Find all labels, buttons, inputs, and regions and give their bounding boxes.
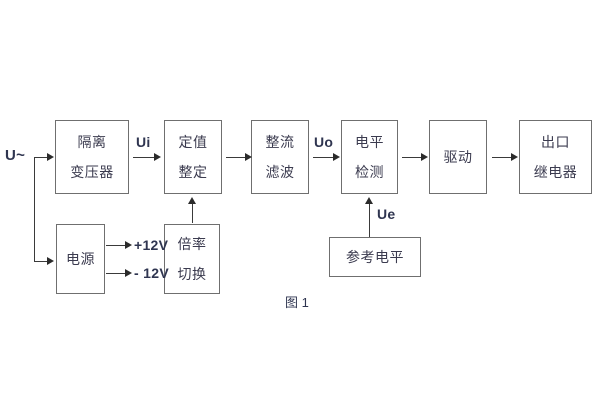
connector-reference-to-level-arrow: [364, 197, 373, 204]
block-rectify-filter-line-2: 滤波: [265, 164, 295, 180]
signal-label-ue: Ue: [377, 206, 396, 222]
input-bus-vertical-line: [34, 157, 35, 261]
connector-drive-to-relay-line: [492, 157, 513, 158]
block-level-detect[interactable]: 电平 检测: [341, 120, 398, 194]
block-rectify-filter-line-1: 整流: [265, 134, 295, 150]
block-multiplier-switch-line-2: 切换: [177, 266, 207, 282]
block-output-relay[interactable]: 出口 继电器: [519, 120, 592, 194]
signal-label-ui: Ui: [136, 134, 151, 150]
connector-drive-to-relay-arrow: [511, 152, 518, 161]
connector-transformer-to-setting-line: [133, 157, 155, 158]
block-isolation-transformer-line-1: 隔离: [77, 134, 107, 150]
rail-negative-line: [106, 273, 127, 274]
block-setting-value-line-1: 定值: [178, 134, 208, 150]
block-level-detect-line-2: 检测: [355, 164, 384, 180]
rail-negative-arrow: [125, 268, 132, 277]
block-reference-level-line-1: 参考电平: [346, 249, 404, 265]
rail-positive-arrow: [125, 240, 132, 249]
block-output-relay-line-1: 出口: [541, 134, 570, 150]
connector-level-to-drive-arrow: [421, 152, 428, 161]
block-output-relay-line-2: 继电器: [533, 164, 578, 180]
connector-setting-to-rectify-line: [226, 157, 247, 158]
block-setting-value[interactable]: 定值 整定: [164, 120, 222, 194]
input-branch-bottom-line: [34, 261, 48, 262]
connector-multiplier-to-setting-arrow: [187, 197, 196, 204]
connector-rectify-to-level-arrow: [333, 152, 340, 161]
connector-transformer-to-setting-arrow: [154, 152, 161, 161]
block-setting-value-line-2: 整定: [178, 164, 208, 180]
connector-multiplier-to-setting-line: [192, 204, 193, 223]
block-rectify-filter[interactable]: 整流 滤波: [251, 120, 309, 194]
connector-reference-to-level-line: [369, 204, 370, 237]
rail-positive-label: +12V: [134, 237, 169, 253]
block-power-supply-line-1: 电源: [66, 251, 95, 267]
block-drive-line-1: 驱动: [443, 149, 473, 165]
block-multiplier-switch-line-1: 倍率: [177, 236, 207, 252]
block-power-supply[interactable]: 电源: [56, 224, 105, 294]
connector-rectify-to-level-line: [313, 157, 335, 158]
rail-negative-label: - 12V: [134, 265, 169, 281]
connector-level-to-drive-line: [402, 157, 423, 158]
signal-label-uo: Uo: [314, 134, 334, 150]
input-branch-bottom-arrow: [47, 256, 54, 265]
input-branch-top-line: [34, 157, 48, 158]
rail-positive-line: [106, 245, 127, 246]
block-multiplier-switch[interactable]: 倍率 切换: [164, 224, 220, 294]
block-isolation-transformer-line-2: 变压器: [70, 164, 114, 180]
block-drive[interactable]: 驱动: [429, 120, 487, 194]
input-branch-top-arrow: [47, 152, 54, 161]
figure-caption: 图 1: [285, 295, 309, 310]
block-level-detect-line-1: 电平: [355, 134, 384, 150]
block-reference-level[interactable]: 参考电平: [329, 237, 421, 277]
connector-setting-to-rectify-arrow: [245, 152, 252, 161]
block-isolation-transformer[interactable]: 隔离 变压器: [55, 120, 129, 194]
input-signal-label: U~: [5, 147, 26, 164]
